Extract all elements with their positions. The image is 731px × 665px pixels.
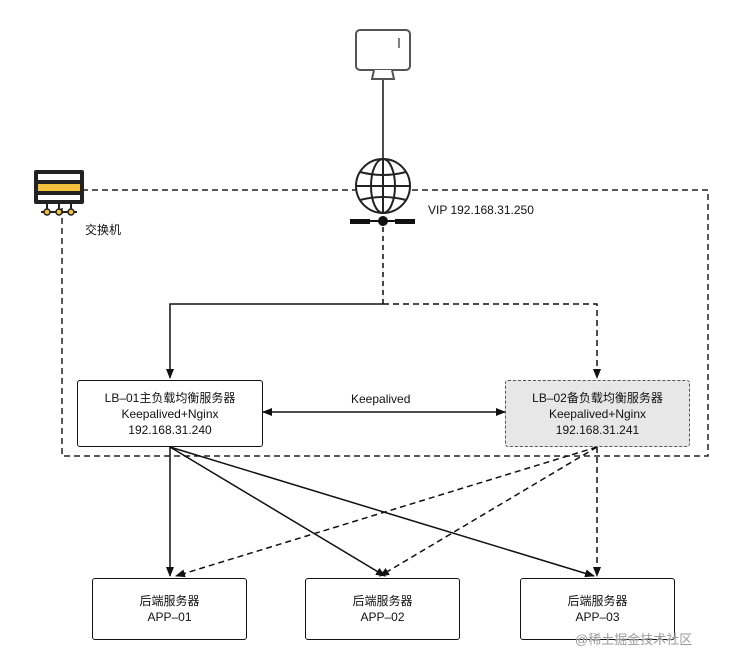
lb02-to-app01: [175, 446, 598, 578]
switch-label: 交换机: [85, 223, 122, 237]
vip-label: VIP 192.168.31.250: [428, 203, 534, 217]
backend-title: 后端服务器: [352, 594, 413, 608]
router-connector-icon: [350, 216, 415, 226]
backend-title: 后端服务器: [567, 594, 628, 608]
link-to-lb01: [166, 303, 383, 379]
lb02-software: Keepalived+Nginx: [548, 406, 647, 421]
lb02-ip: 192.168.31.241: [555, 422, 640, 437]
lb01-software: Keepalived+Nginx: [121, 406, 219, 421]
link-to-lb02: [383, 303, 601, 379]
lb01-to-app03: [169, 446, 595, 578]
backend-name: APP–02: [360, 610, 405, 624]
lb01-node: LB–01主负载均衡服务器 Keepalived+Nginx 192.168.3…: [77, 380, 263, 447]
globe-icon: [355, 158, 411, 214]
lb01-to-app02: [169, 446, 386, 577]
lb01-title: LB–01主负载均衡服务器: [104, 390, 236, 405]
keepalived-label: Keepalived: [351, 392, 411, 406]
backend-title: 后端服务器: [139, 594, 200, 608]
backend-app02: 后端服务器 APP–02: [305, 578, 460, 640]
monitor-icon: [355, 29, 411, 80]
lb01-ip: 192.168.31.240: [128, 422, 212, 437]
switch-icon: [34, 170, 84, 216]
backend-app03: 后端服务器 APP–03: [520, 578, 675, 640]
lb02-to-app02: [379, 446, 598, 577]
watermark: @稀土掘金技术社区: [575, 632, 693, 647]
lb02-title: LB–02备负载均衡服务器: [532, 390, 663, 405]
backend-name: APP–01: [147, 610, 192, 624]
lb02-node: LB–02备负载均衡服务器 Keepalived+Nginx 192.168.3…: [505, 380, 690, 447]
backend-name: APP–03: [575, 610, 620, 624]
backend-app01: 后端服务器 APP–01: [92, 578, 247, 640]
